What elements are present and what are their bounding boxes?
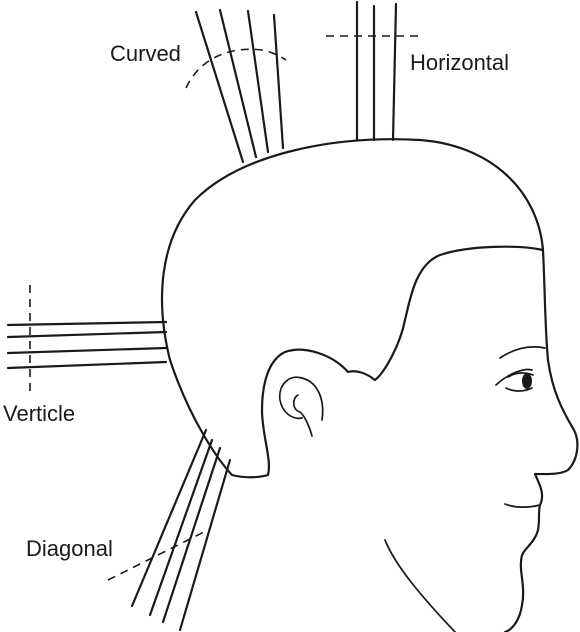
ear-canal: [292, 394, 313, 437]
label-horizontal: Horizontal: [410, 50, 509, 75]
diagonal-guide-dashes: [107, 529, 209, 581]
verticle-strand-4: [6, 360, 168, 370]
horizontal-strand-3: [391, 2, 398, 142]
curved-guide-dashes: [185, 48, 287, 89]
label-verticle: Verticle: [3, 401, 75, 426]
eye-upper-lid: [495, 368, 533, 386]
curved-strand-4: [272, 13, 285, 150]
eye-pupil: [522, 373, 532, 389]
ear-inner: [278, 376, 324, 421]
verticle-strand-1: [6, 320, 168, 327]
eyebrow: [499, 346, 546, 359]
curved-strands: [194, 8, 285, 164]
head-outline: [160, 138, 545, 479]
eye-lower-lid: [505, 387, 533, 392]
curved-strand-3: [246, 9, 270, 154]
neck-line: [384, 539, 456, 632]
label-curved: Curved: [110, 41, 181, 66]
eye-upper-edge: [507, 372, 534, 378]
diagonal-strand-1: [130, 428, 208, 608]
diagonal-strands: [130, 428, 232, 632]
verticle-strands: [6, 320, 168, 370]
verticle-strand-2: [6, 330, 168, 339]
horizontal-strands: [355, 0, 398, 142]
diagonal-strand-2: [148, 438, 214, 617]
curved-strand-2: [218, 8, 258, 159]
diagonal-strand-3: [161, 446, 222, 624]
diagonal-strand-4: [178, 458, 232, 632]
curved-strand-1: [194, 10, 245, 164]
face-profile: [503, 248, 579, 632]
label-diagonal: Diagonal: [26, 536, 113, 561]
verticle-strand-3: [6, 346, 168, 355]
mouth: [504, 503, 541, 508]
